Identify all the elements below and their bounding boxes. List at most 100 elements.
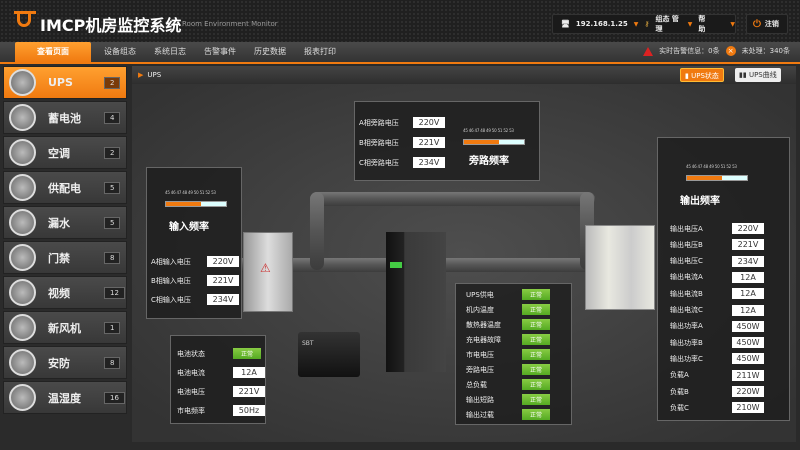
tab-ups-curve[interactable]: ▮▮ UPS曲线 xyxy=(735,68,781,82)
row-label: 输出电流A xyxy=(670,273,703,282)
config-menu[interactable]: 组态 管理 xyxy=(655,15,679,33)
status-badge: 正常 xyxy=(522,334,550,345)
tab-device-config[interactable]: 设备组态 xyxy=(104,47,136,56)
arrow-right-icon: ▶ xyxy=(138,71,144,79)
sidebar-item-label: 蓄电池 xyxy=(48,111,81,125)
sidebar-item-count: 4 xyxy=(104,111,121,124)
battery-image[interactable]: SBT xyxy=(298,332,360,377)
row-label: 输出电压C xyxy=(670,257,703,266)
device-icon xyxy=(9,69,36,96)
unhandled-alarms[interactable]: 未处理：340条 xyxy=(741,47,790,55)
row-label: 输出电压A xyxy=(670,224,703,233)
sidebar-item[interactable]: 温湿度 16 xyxy=(3,381,127,414)
device-icon xyxy=(9,244,36,271)
row-value: 220W xyxy=(732,386,764,397)
tab-ups-status[interactable]: ▮ UPS状态 xyxy=(680,68,724,82)
row-label: 输出电流B xyxy=(670,289,703,298)
ups-curve-label: UPS曲线 xyxy=(748,71,777,79)
frequency-bar xyxy=(165,201,227,207)
ups-device-image[interactable] xyxy=(386,232,446,372)
tab-alarm-events[interactable]: 告警事件 xyxy=(204,47,236,56)
row-label: 输出电流C xyxy=(670,306,703,314)
frequency-label: 输出频率 xyxy=(680,196,720,207)
breadcrumb-label: UPS xyxy=(147,71,162,79)
row-value: 450W xyxy=(732,320,764,332)
row-value: 12A xyxy=(233,367,265,378)
top-toolbar: 🖥 192.168.1.25▼ ⚷ 组态 管理▼ 帮助▼ xyxy=(552,14,736,34)
row-value: 50Hz xyxy=(233,405,265,416)
tab-view[interactable]: 查看页面 xyxy=(15,42,91,62)
chevron-down-icon[interactable]: ▼ xyxy=(730,20,735,28)
sidebar-item-label: 温湿度 xyxy=(48,391,81,405)
status-badge: 正常 xyxy=(522,394,550,405)
sidebar-item-label: 漏水 xyxy=(48,216,70,230)
logout-button[interactable]: ⏻ 注销 xyxy=(746,14,788,34)
breadcrumb: ▶UPS xyxy=(132,66,796,84)
frequency-gauge: 45 46 47 48 49 50 51 52 53 xyxy=(463,128,525,145)
status-badge: 正常 xyxy=(522,304,550,315)
device-icon xyxy=(9,349,36,376)
device-icon xyxy=(9,104,36,131)
data-row: UPS供电正常 xyxy=(466,289,550,300)
tab-report-print[interactable]: 报表打印 xyxy=(304,47,336,56)
data-row: 电池状态正常 xyxy=(177,348,261,359)
data-row: 总负载正常 xyxy=(466,379,550,390)
row-label: 机内温度 xyxy=(466,305,494,314)
tab-system-log[interactable]: 系统日志 xyxy=(154,47,186,56)
help-menu[interactable]: 帮助 xyxy=(698,15,706,33)
row-label: 散热器温度 xyxy=(466,320,501,329)
tab-history[interactable]: 历史数据 xyxy=(254,47,286,56)
sidebar-item-count: 16 xyxy=(104,391,125,404)
row-value: 220V xyxy=(413,117,445,128)
frequency-scale-labels: 45 46 47 48 49 50 51 52 53 xyxy=(463,128,514,133)
chevron-down-icon[interactable]: ▼ xyxy=(687,20,693,28)
logout-label: 注销 xyxy=(764,20,779,28)
frequency-bar-fill xyxy=(166,202,201,206)
row-label: 输出电压B xyxy=(670,240,703,249)
row-label: 负载C xyxy=(670,403,689,412)
row-label: 电池状态 xyxy=(177,349,205,358)
output-cabinet-image xyxy=(585,225,655,310)
monitor-icon: 🖥 xyxy=(561,20,570,28)
row-label: 输出短路 xyxy=(466,395,494,404)
sidebar-item-label: 视频 xyxy=(48,286,70,300)
device-icon xyxy=(9,139,36,166)
header: IMCP机房监控系统 Room Environment Monitor 🖥 19… xyxy=(0,0,800,42)
close-circle-icon: × xyxy=(725,46,736,56)
chevron-down-icon[interactable]: ▼ xyxy=(633,20,639,28)
row-label: 旁路电压 xyxy=(466,365,494,374)
frequency-scale-labels: 45 46 47 48 49 50 51 52 53 xyxy=(686,164,737,169)
sidebar-item[interactable]: 蓄电池 4 xyxy=(3,101,127,134)
sidebar-item-label: 新风机 xyxy=(48,321,81,335)
frequency-gauge: 45 46 47 48 49 50 51 52 53 xyxy=(686,164,748,181)
ups-status-panel: UPS供电正常机内温度正常散热器温度正常充电器故障正常市电电压正常旁路电压正常总… xyxy=(455,283,572,425)
row-label: 输出过载 xyxy=(466,410,494,419)
ip-dropdown[interactable]: 192.168.1.25 xyxy=(575,20,628,28)
device-icon xyxy=(9,384,36,411)
realtime-alarms[interactable]: 实时告警信息：0条 xyxy=(659,47,720,55)
frequency-bar-fill xyxy=(687,176,722,180)
sidebar-item-count: 5 xyxy=(104,181,121,194)
data-row: 输出短路 正常 xyxy=(466,394,550,405)
